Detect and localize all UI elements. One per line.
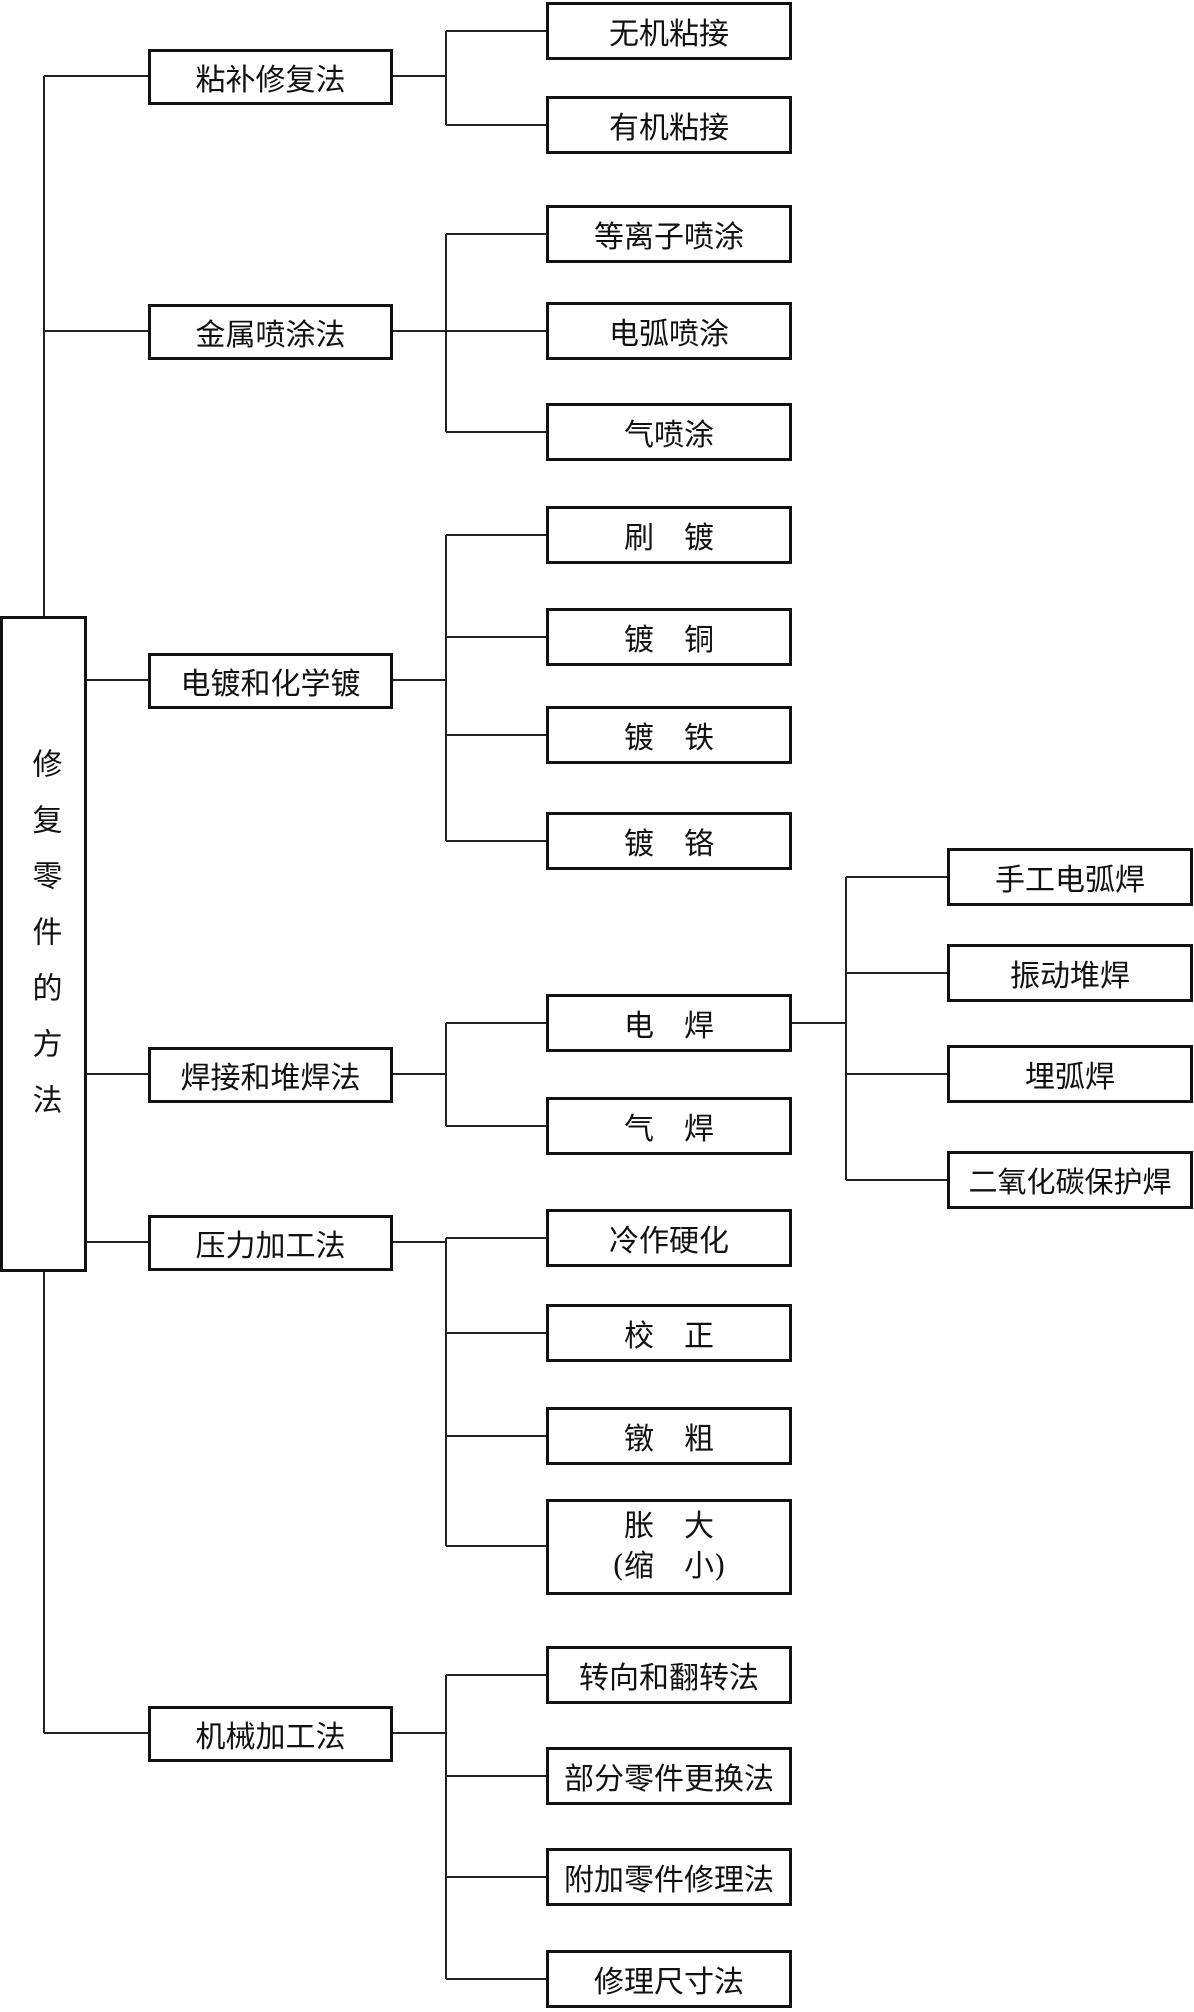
leaf-node: 校 正 (546, 1304, 792, 1362)
leaf-node: 镀 铜 (546, 608, 792, 666)
leaf-node: 手工电弧焊 (947, 848, 1193, 906)
method-node-welding: 焊接和堆焊法 (148, 1047, 393, 1103)
node-label: 压力加工法 (195, 1229, 346, 1264)
leaf-node: 气喷涂 (546, 403, 792, 461)
leaf-node: 无机粘接 (546, 2, 792, 60)
node-label-secondary: (缩 小) (612, 1549, 726, 1584)
leaf-node: 等离子喷涂 (546, 205, 792, 263)
method-node-plating: 电镀和化学镀 (148, 653, 393, 709)
node-label: 二氧化碳保护焊 (968, 1165, 1172, 1199)
node-label: 镦 粗 (624, 1422, 714, 1457)
leaf-node: 部分零件更换法 (546, 1747, 792, 1805)
method-node-pressure-working: 压力加工法 (148, 1215, 393, 1271)
method-node-metal-spraying: 金属喷涂法 (148, 304, 393, 360)
node-label: 镀 铁 (624, 721, 714, 756)
node-label: 校 正 (624, 1319, 714, 1354)
leaf-node: 振动堆焊 (947, 944, 1193, 1002)
node-label: 有机粘接 (609, 111, 729, 146)
leaf-node: 镦 粗 (546, 1407, 792, 1465)
node-label: 镀 铜 (624, 623, 714, 658)
node-label: 振动堆焊 (1010, 959, 1130, 994)
leaf-node: 有机粘接 (546, 96, 792, 154)
node-label: 刷 镀 (624, 521, 714, 556)
node-label: 电镀和化学镀 (180, 667, 361, 702)
leaf-node: 附加零件修理法 (546, 1848, 792, 1906)
leaf-node: 二氧化碳保护焊 (947, 1151, 1193, 1209)
leaf-node: 镀 铁 (546, 706, 792, 764)
leaf-node: 转向和翻转法 (546, 1646, 792, 1704)
node-label: 胀 大 (624, 1509, 714, 1544)
leaf-node: 镀 铬 (546, 812, 792, 870)
node-label: 埋弧焊 (1025, 1060, 1115, 1095)
method-node-machining: 机械加工法 (148, 1706, 393, 1762)
leaf-node: 修理尺寸法 (546, 1950, 792, 2008)
node-label: 粘补修复法 (195, 63, 346, 98)
method-node-bonding: 粘补修复法 (148, 49, 393, 105)
node-label: 无机粘接 (609, 17, 729, 52)
node-label: 镀 铬 (624, 827, 714, 862)
node-label: 金属喷涂法 (195, 318, 346, 353)
node-label: 气 焊 (624, 1112, 714, 1147)
node-label: 转向和翻转法 (579, 1661, 759, 1696)
leaf-node: 胀 大 (缩 小) (546, 1499, 792, 1595)
leaf-node: 埋弧焊 (947, 1045, 1193, 1103)
node-label: 修理尺寸法 (594, 1965, 744, 2000)
node-label: 电 焊 (624, 1009, 714, 1044)
leaf-node: 冷作硬化 (546, 1209, 792, 1267)
node-label: 附加零件修理法 (564, 1863, 774, 1898)
leaf-node: 刷 镀 (546, 506, 792, 564)
branch-node-electric-welding: 电 焊 (546, 994, 792, 1052)
node-label: 等离子喷涂 (594, 220, 744, 255)
node-label: 冷作硬化 (609, 1224, 729, 1259)
node-label: 气喷涂 (624, 418, 714, 453)
leaf-node: 电弧喷涂 (546, 302, 792, 360)
node-label: 焊接和堆焊法 (180, 1061, 361, 1096)
root-label: 修复零件的方法 (26, 748, 62, 1140)
leaf-node: 气 焊 (546, 1097, 792, 1155)
node-label: 机械加工法 (195, 1720, 346, 1755)
node-label: 部分零件更换法 (564, 1762, 774, 1797)
node-label: 手工电弧焊 (995, 863, 1145, 898)
node-label: 电弧喷涂 (609, 317, 729, 352)
root-node: 修复零件的方法 (0, 616, 87, 1272)
